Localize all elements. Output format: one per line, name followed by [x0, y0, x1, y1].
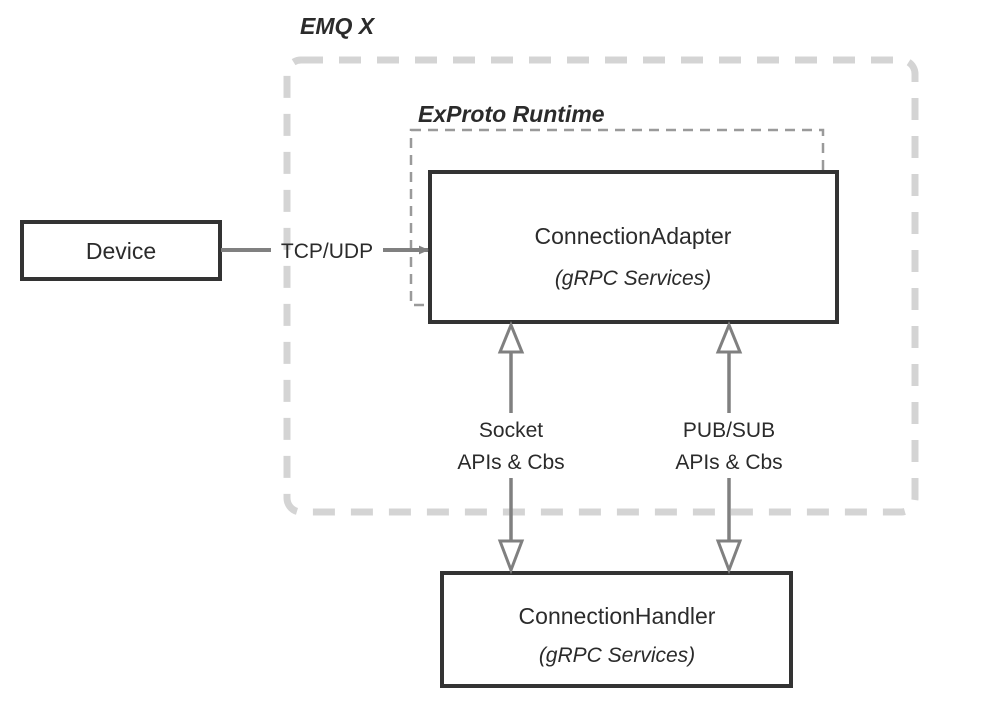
- connection-handler-box-border: [440, 571, 793, 688]
- socket-apis-label-line2: APIs & Cbs: [457, 451, 564, 474]
- socket-arrow-down-head: [497, 539, 525, 575]
- connection-adapter-box-border: [428, 170, 839, 324]
- pubsub-apis-connector: PUB/SUB APIs & Cbs: [675, 321, 783, 575]
- connection-handler-box[interactable]: ConnectionHandler (gRPC Services): [440, 571, 793, 688]
- device-box[interactable]: Device: [20, 220, 222, 281]
- device-box-title: Device: [86, 238, 156, 264]
- connection-handler-title: ConnectionHandler: [519, 603, 716, 629]
- connection-handler-subtitle: (gRPC Services): [539, 644, 695, 667]
- tcp-udp-connector: TCP/UDP: [221, 240, 429, 263]
- pubsub-apis-label-line1: PUB/SUB: [683, 419, 775, 442]
- tcp-udp-label: TCP/UDP: [281, 240, 373, 263]
- socket-arrow-up-head: [497, 321, 525, 354]
- socket-apis-connector: Socket APIs & Cbs: [457, 321, 565, 575]
- pubsub-arrow-up-head: [715, 321, 743, 354]
- connection-adapter-title: ConnectionAdapter: [535, 223, 732, 249]
- emqx-zone-border: [283, 56, 919, 516]
- device-box-border: [20, 220, 222, 281]
- socket-apis-label-line1: Socket: [479, 419, 543, 442]
- connection-adapter-subtitle: (gRPC Services): [555, 267, 711, 290]
- exproto-runtime-zone-label: ExProto Runtime: [418, 101, 605, 127]
- connection-adapter-box[interactable]: ConnectionAdapter (gRPC Services): [428, 170, 839, 324]
- emqx-zone-label: EMQ X: [300, 13, 376, 39]
- pubsub-arrow-down-head: [715, 539, 743, 575]
- pubsub-apis-label-line2: APIs & Cbs: [675, 451, 782, 474]
- emqx-zone: EMQ X: [283, 13, 919, 516]
